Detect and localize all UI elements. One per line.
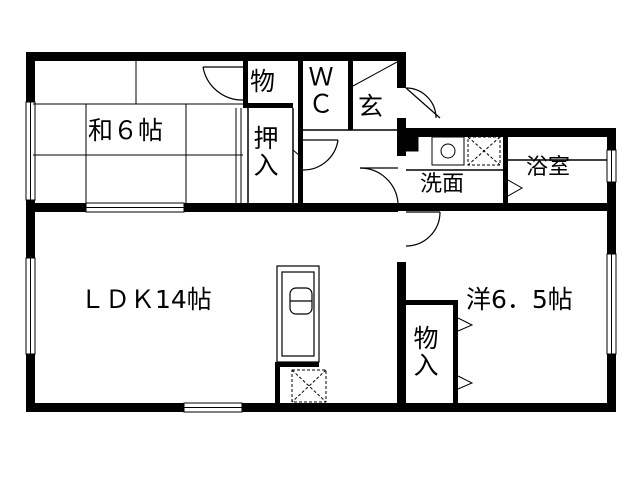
room-label-genkan: 玄 (358, 92, 384, 121)
genkan-diagonal (352, 61, 398, 87)
kitchen-counter (276, 265, 320, 363)
room-label-storage-top: 物 (250, 67, 276, 96)
window-glass-lines (30, 102, 612, 408)
washroom-fixtures (405, 136, 501, 166)
fridge-space (291, 369, 327, 403)
room-label-senmen: 洗面 (420, 172, 465, 197)
room-label-yoshitsu: 洋6．5帖 (466, 285, 573, 314)
room-label-ldk: ＬＤＫ14帖 (80, 285, 212, 314)
room-label-washitsu: 和６帖 (88, 116, 164, 145)
room-label-yokushitsu: 浴室 (526, 155, 571, 180)
closet-door-marks (292, 149, 524, 390)
tatami-grid (33, 61, 243, 203)
partitions (247, 108, 607, 203)
door-swings (202, 66, 441, 247)
room-label-storage-bottom: 物入 (410, 325, 439, 379)
windows (25, 101, 617, 413)
room-label-oshiire: 押入 (250, 125, 279, 179)
room-label-wc: ＷＣ (305, 64, 334, 118)
